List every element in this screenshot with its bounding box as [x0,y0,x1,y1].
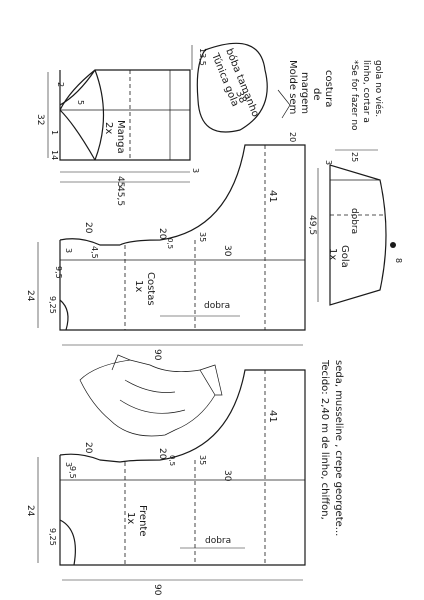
fabric-note: Tecido: 2,40 m de linho, chiffon, seda, … [319,359,344,536]
back-dim-41: 41 [267,190,278,203]
sleeve-dim-14: 14 [50,150,59,160]
front-dim-41: 41 [267,410,278,423]
back-dim-0-5: 0,5 [166,238,174,249]
bias-note-line3: gola no viés. [373,60,384,117]
collar-notch [390,242,396,248]
sleeve-dim-32: 32 [35,114,45,125]
sleeve-dim-13-5: 13,5 [198,48,207,66]
bias-note-line2: linho, cortar a [361,60,371,123]
sleeve-dim-1: 1 [50,130,59,135]
front-dim-30: 30 [222,470,232,482]
back-dim-9-25: 9,25 [48,296,57,314]
sleeve-dim-45: 45 [115,176,125,187]
collar-dim-8: 8 [394,258,403,263]
front-dim-20a: 20 [83,442,93,454]
margin-note-line1: Molde sem [287,60,298,114]
sleeve-dim-45-5: 45,5 [115,186,125,206]
front-dim-20b: 20 [157,448,167,460]
collar-qty: 1x [327,248,338,260]
tunic-sketch [79,354,223,437]
front-dim-9-25: 9,25 [48,528,57,546]
sleeve-dim-3: 3 [191,168,200,173]
back-fold: dobra [204,301,230,311]
back-dim-24: 24 [25,290,35,302]
back-dim-30: 30 [222,245,232,257]
front-label: Frente [137,505,148,536]
margin-note-line2: margem [299,72,310,114]
collar-pattern: Gola 1x dobra 49,5 25 3 8 [307,149,403,306]
bias-note-line1: *Se for fazer no [349,60,359,131]
fabric-note-line1: Tecido: 2,40 m de linho, chiffon, [319,359,330,520]
sleeve-dim-5: 5 [76,100,85,105]
back-label: Costas [145,272,156,306]
front-dim-90: 90 [152,584,162,596]
front-dim-35: 35 [198,455,207,465]
front-dim-3: 3 [64,462,73,467]
front-qty: 1x [125,512,136,524]
collar-dim-25: 25 [350,152,359,162]
back-dim-20b: 20 [157,228,167,240]
fabric-note-line2: seda, musseline , crepe georgete... [333,360,344,536]
back-dim-20a: 20 [83,222,93,234]
back-dim-9-5: 9,5 [54,266,63,279]
front-fold: dobra [205,536,231,546]
sleeve-label: Manga [115,120,126,154]
sleeve-dim-2: 2 [56,82,65,87]
back-dim-4-5: 4,5 [90,246,99,259]
front-pattern: Frente 1x dobra 24 20 20 41 30 35 90 9,5… [25,369,306,596]
back-qty: 1x [133,280,144,292]
back-dim-90: 90 [152,349,162,361]
back-pattern: Costas 1x dobra 24 20 20 41 30 35 90 9,5… [25,132,306,361]
front-dim-0-5: 0,5 [168,455,176,466]
back-dim-3: 3 [64,248,73,253]
collar-dim-3: 3 [324,160,333,165]
collar-dim-49-5: 49,5 [307,215,317,235]
back-dim-20-top: 20 [288,132,297,142]
bias-note: *Se for fazer no linho, cortar a gola no… [349,60,384,131]
collar-fold: dobra [349,208,359,234]
margin-note-line3: de [311,88,322,101]
sleeve-pattern: Manga 2x 32 13,5 2 5 1 14 45 45,5 3 [35,45,207,206]
sleeve-qty: 2x [103,122,114,134]
margin-note-line4: costura [323,70,334,107]
title-line3: 38 [233,89,248,105]
collar-label: Gola [339,245,350,268]
front-dim-9-5: 9,5 [68,466,77,479]
front-dim-24: 24 [25,505,35,517]
margin-note: Molde sem margem de costura [277,60,334,119]
back-dim-35: 35 [198,232,207,242]
